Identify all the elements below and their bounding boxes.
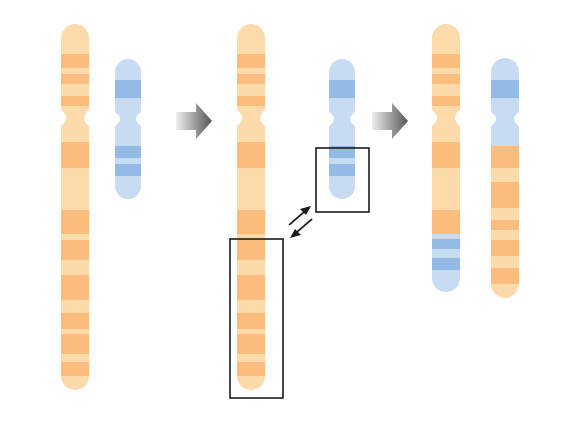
- step-arrow-icon: [372, 103, 408, 139]
- highlight-frame-orange-segment: [229, 238, 284, 399]
- derivative-orange-chromosome: [432, 24, 460, 292]
- stage-after: [432, 24, 519, 298]
- small-blue-chromosome: [115, 59, 141, 199]
- large-orange-chromosome: [61, 24, 89, 390]
- stage-before: [61, 24, 141, 390]
- small-blue-chromosome: [329, 59, 355, 199]
- derivative-blue-chromosome: [491, 58, 519, 298]
- double-headed-arrow-icon: [288, 206, 313, 238]
- large-orange-chromosome: [237, 24, 265, 390]
- step-arrow-icon: [176, 103, 212, 139]
- stage-exchange: [229, 24, 370, 399]
- highlight-frame-blue-segment: [315, 147, 370, 213]
